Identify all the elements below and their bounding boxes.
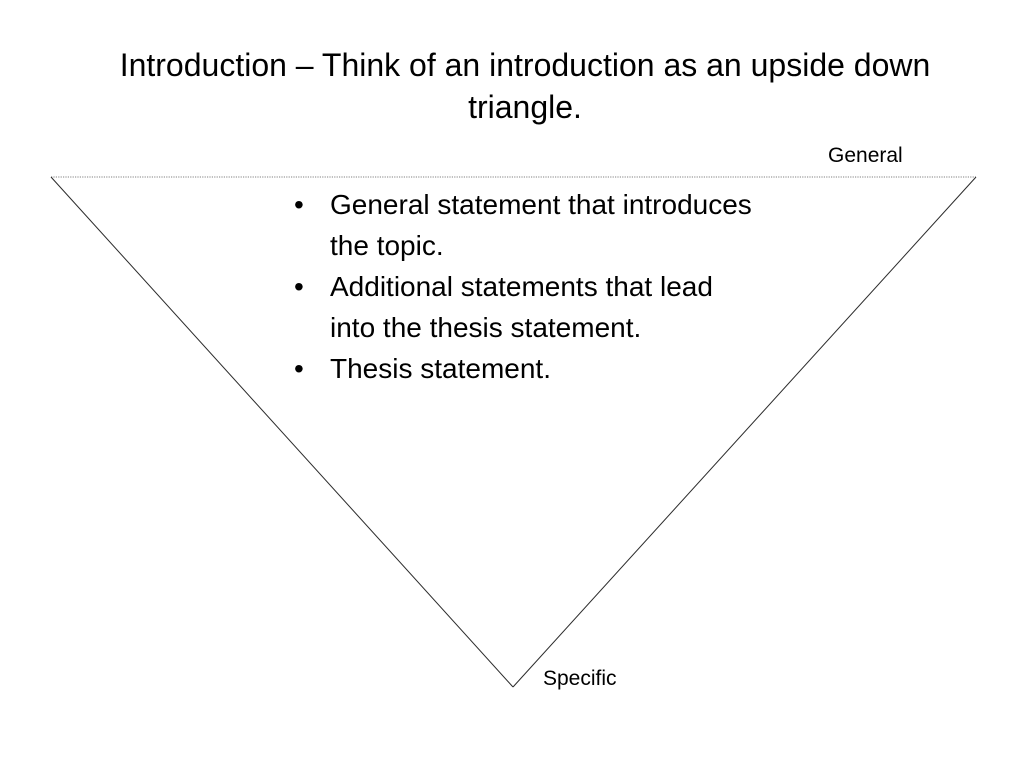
list-item-text: General statement that introduces the to… bbox=[330, 189, 752, 261]
triangle-label-general: General bbox=[828, 144, 903, 167]
triangle-label-specific: Specific bbox=[543, 667, 617, 690]
list-item: • Thesis statement. bbox=[288, 348, 758, 389]
list-item-text: Thesis statement. bbox=[330, 353, 551, 384]
list-item: • Additional statements that lead into t… bbox=[288, 266, 758, 348]
bullet-marker-icon: • bbox=[294, 353, 304, 384]
bullet-list: • General statement that introduces the … bbox=[288, 184, 758, 389]
bullet-marker-icon: • bbox=[294, 271, 304, 302]
list-item: • General statement that introduces the … bbox=[288, 184, 758, 266]
list-item-text: Additional statements that lead into the… bbox=[330, 271, 713, 343]
page-title: Introduction – Think of an introduction … bbox=[119, 47, 931, 125]
bullet-marker-icon: • bbox=[294, 189, 304, 220]
